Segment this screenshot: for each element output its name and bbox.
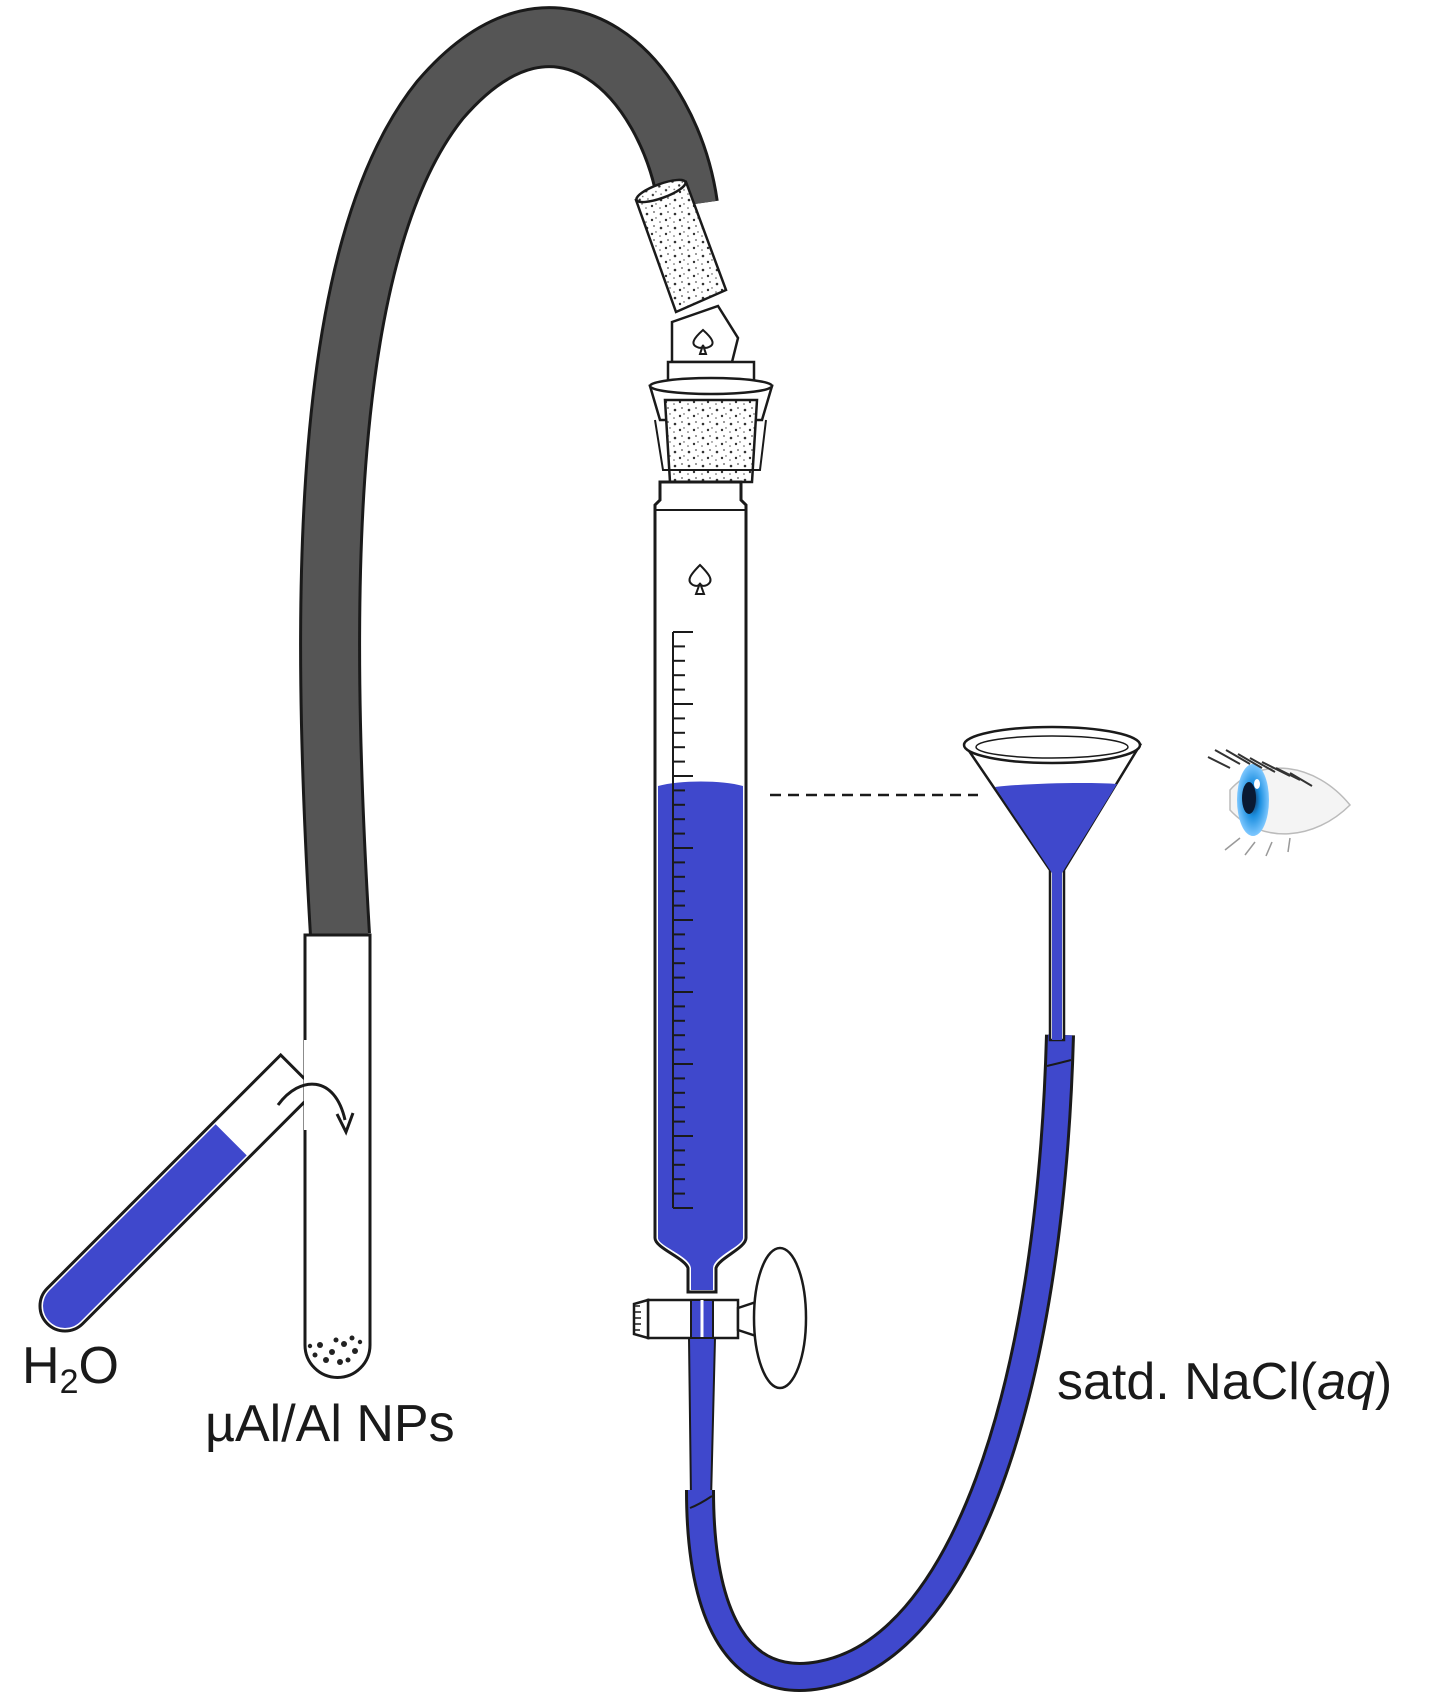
- stopcock-handle[interactable]: [752, 1246, 808, 1390]
- rubber-tubing-fill: [302, 9, 716, 937]
- spade-mark-icon: [692, 328, 714, 355]
- label-saturated-brine: satd. NaCl(aq): [1057, 1353, 1393, 1411]
- burette-drain-tube: [687, 1337, 717, 1501]
- funnel-liquid: [995, 783, 1117, 1040]
- curved-arrow-icon: [276, 1082, 347, 1121]
- stopper-adapter: [648, 304, 774, 484]
- brine-column: [658, 781, 743, 1290]
- burette-scale: [672, 631, 693, 1209]
- eye-icon: [1207, 749, 1352, 857]
- label-water: H2O: [22, 1337, 119, 1401]
- spade-mark-icon: [688, 563, 712, 595]
- water-liquid: [43, 1124, 247, 1328]
- gas-burette: [653, 480, 748, 1294]
- tubing-connector: [634, 178, 728, 314]
- connecting-hose-liquid: [688, 1034, 1072, 1689]
- y-tube: [38, 933, 372, 1379]
- aluminum-powder: [307, 1335, 363, 1365]
- connecting-hose-outline: [685, 1034, 1075, 1692]
- label-aluminum-particles: µAl/Al NPs: [205, 1395, 455, 1453]
- leveling-funnel: [962, 725, 1143, 1042]
- stopcock[interactable]: [632, 1246, 808, 1390]
